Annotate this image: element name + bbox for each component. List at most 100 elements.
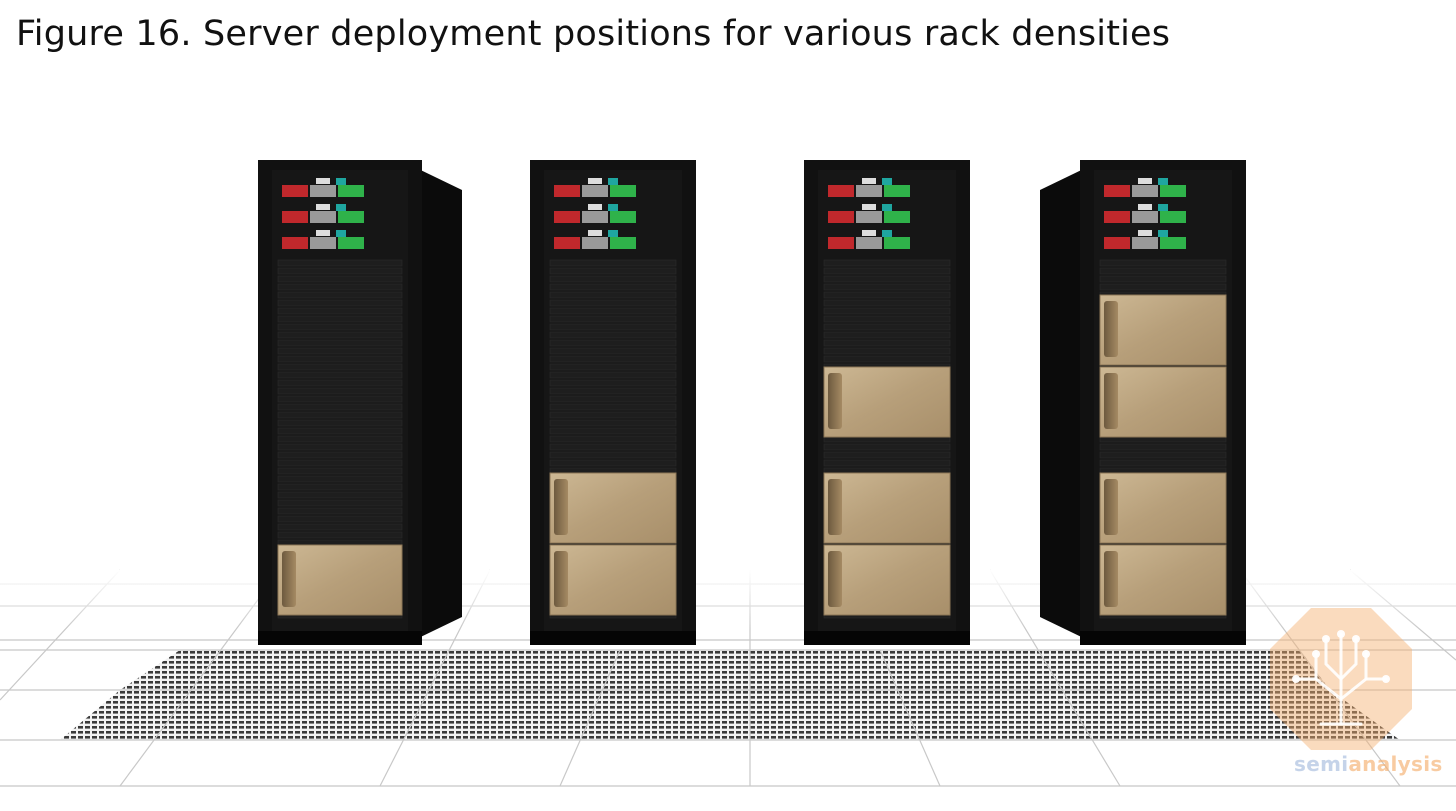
blanking-panel xyxy=(277,275,403,283)
switch-port-red xyxy=(1104,237,1130,249)
switch-port-gray xyxy=(310,237,336,249)
blanking-panel xyxy=(549,451,677,459)
rack-base xyxy=(258,631,422,645)
data-center-scene xyxy=(0,70,1456,811)
server-unit xyxy=(823,544,951,616)
switch-indicator-teal xyxy=(336,178,346,185)
blanking-panel xyxy=(277,491,403,499)
blanking-panel xyxy=(277,451,403,459)
server-handle xyxy=(1104,373,1118,429)
server-unit xyxy=(549,544,677,616)
blanking-panel xyxy=(549,355,677,363)
switch-indicator xyxy=(1138,204,1152,210)
blanking-panel xyxy=(823,459,951,467)
wordmark-part-semi: semi xyxy=(1294,752,1349,776)
blanking-panel xyxy=(549,411,677,419)
blanking-panel xyxy=(549,331,677,339)
switch-port-gray xyxy=(856,237,882,249)
blanking-panel xyxy=(277,435,403,443)
blanking-panel xyxy=(277,419,403,427)
blanking-panel xyxy=(277,467,403,475)
switch-port-gray xyxy=(1132,211,1158,223)
switch-port-green xyxy=(338,237,364,249)
blanking-panel xyxy=(549,267,677,275)
server-unit xyxy=(1099,294,1227,366)
server-rack-3 xyxy=(804,160,970,645)
semianalysis-logo xyxy=(1266,604,1416,784)
blanking-panel xyxy=(823,315,951,323)
blanking-panel xyxy=(549,379,677,387)
server-handle xyxy=(1104,551,1118,607)
blanking-panel xyxy=(277,403,403,411)
server-handle xyxy=(554,479,568,535)
switch-indicator xyxy=(316,178,330,184)
blanking-panel xyxy=(1099,459,1227,467)
switch-port-gray xyxy=(582,185,608,197)
blanking-panel xyxy=(277,363,403,371)
blanking-panel xyxy=(277,515,403,523)
blanking-panel xyxy=(277,371,403,379)
blanking-panel xyxy=(277,499,403,507)
server-unit xyxy=(549,472,677,544)
blanking-panel xyxy=(277,443,403,451)
blanking-panel xyxy=(549,419,677,427)
blanking-panel xyxy=(277,307,403,315)
switch-indicator-teal xyxy=(882,178,892,185)
switch-port-red xyxy=(282,185,308,197)
server-unit xyxy=(1099,472,1227,544)
blanking-panel xyxy=(823,307,951,315)
blanking-panel xyxy=(277,475,403,483)
server-unit xyxy=(1099,366,1227,438)
blanking-panel xyxy=(1099,443,1227,451)
switch-port-gray xyxy=(582,211,608,223)
blanking-panel xyxy=(549,459,677,467)
blanking-panel xyxy=(823,323,951,331)
switch-indicator-teal xyxy=(336,230,346,237)
perforated-tile-row xyxy=(60,650,1400,740)
blanking-panel xyxy=(1099,275,1227,283)
blanking-panel xyxy=(277,291,403,299)
blanking-panel xyxy=(277,355,403,363)
blanking-panel xyxy=(549,371,677,379)
blanking-panel xyxy=(823,331,951,339)
switch-indicator-teal xyxy=(1158,204,1168,211)
blanking-panel xyxy=(277,379,403,387)
blanking-panel xyxy=(277,507,403,515)
switch-port-green xyxy=(884,185,910,197)
server-handle xyxy=(554,551,568,607)
blanking-panel xyxy=(277,323,403,331)
rack-base xyxy=(530,631,696,645)
blanking-panel xyxy=(277,347,403,355)
blanking-panel xyxy=(823,275,951,283)
figure-title: Figure 16. Server deployment positions f… xyxy=(16,14,1171,54)
switch-port-red xyxy=(1104,211,1130,223)
switch-port-red xyxy=(828,211,854,223)
blanking-panel xyxy=(549,347,677,355)
server-handle xyxy=(1104,301,1118,357)
server-handle xyxy=(282,551,296,607)
switch-indicator xyxy=(1138,178,1152,184)
blanking-panel xyxy=(277,283,403,291)
blanking-panel xyxy=(1099,283,1227,291)
blanking-panel xyxy=(549,291,677,299)
switch-port-green xyxy=(338,211,364,223)
switch-indicator xyxy=(316,230,330,236)
switch-indicator-teal xyxy=(608,230,618,237)
switch-indicator xyxy=(862,230,876,236)
blanking-panel xyxy=(277,531,403,539)
blanking-panel xyxy=(549,275,677,283)
blanking-panel xyxy=(549,323,677,331)
switch-indicator xyxy=(316,204,330,210)
switch-port-green xyxy=(610,237,636,249)
blanking-panel xyxy=(549,299,677,307)
blanking-panel xyxy=(823,267,951,275)
blanking-panel xyxy=(549,307,677,315)
blanking-panel xyxy=(277,259,403,267)
server-rack-2 xyxy=(530,160,696,645)
blanking-panel xyxy=(277,387,403,395)
switch-indicator-teal xyxy=(1158,178,1168,185)
blanking-panel xyxy=(549,259,677,267)
blanking-panel xyxy=(1099,451,1227,459)
blanking-panel xyxy=(277,523,403,531)
switch-port-gray xyxy=(310,185,336,197)
